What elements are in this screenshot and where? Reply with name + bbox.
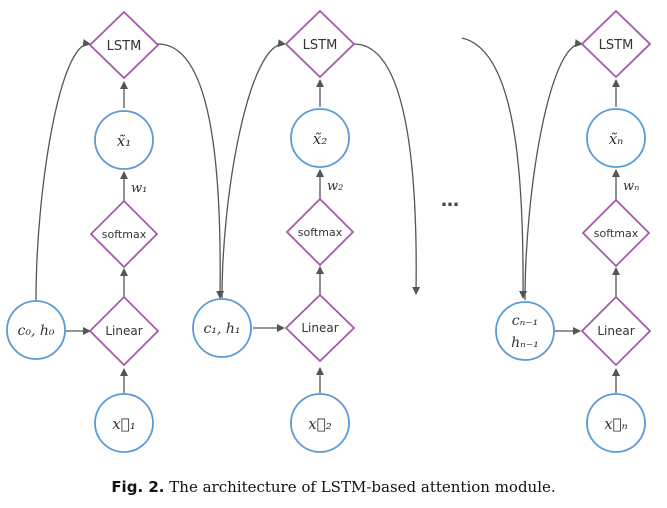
lstm-label-2: LSTM [303,38,338,53]
state-label-1: c₁, h₁ [204,321,241,337]
weight-label-1: w₁ [131,181,147,196]
attended-node-n [586,108,646,168]
state-node-n-1 [495,301,555,361]
lstm-label-n: LSTM [599,38,634,53]
arrow-prev-to-staten [461,37,528,299]
linear-label-1: Linear [105,324,142,338]
softmax-node-1 [89,199,159,269]
arrow-lstm1-to-state1 [157,43,225,299]
weight-label-2: w₂ [327,179,343,194]
caption-label: Fig. 2. [111,478,165,496]
connectors [35,37,620,393]
ellipsis: … [441,190,459,211]
linear-node-2 [284,293,356,363]
linear-label-n: Linear [597,324,634,338]
input-node-1 [94,393,154,453]
lstm-node-2 [284,9,356,79]
state-label-n-1-h: hₙ₋₁ [511,335,539,351]
input-node-n [586,393,646,453]
linear-node-1 [88,295,160,367]
attended-label-n: x̃ₙ [609,130,624,148]
attended-label-1: x̃₁ [117,132,131,150]
input-label-1: x⃗₁ [112,415,135,433]
attended-node-2 [290,108,350,168]
linear-label-2: Linear [301,321,338,335]
input-label-n: x⃗ₙ [604,415,628,433]
input-node-2 [290,393,350,453]
softmax-label-1: softmax [102,228,147,241]
weight-label-n: wₙ [623,179,639,194]
column-1: LSTM x̃₁ w₁ softmax Linear x⃗₁ c₀, h₀ [6,10,160,453]
softmax-label-n: softmax [594,227,639,240]
caption-text: The architecture of LSTM-based attention… [169,478,556,496]
lstm-node-n [580,9,652,79]
lstm-node-1 [88,10,160,80]
state-label-n-1-c: cₙ₋₁ [512,313,539,329]
arrow-lstm2-to-next [353,43,421,295]
attended-label-2: x̃₂ [313,130,327,148]
figure-caption: Fig. 2. The architecture of LSTM-based a… [0,478,667,496]
state-node-1 [192,298,252,358]
column-2: LSTM x̃₂ w₂ softmax Linear x⃗₂ c₁, h₁ [192,9,356,453]
lstm-label-1: LSTM [107,39,142,54]
input-label-2: x⃗₂ [308,415,331,433]
state-label-0: c₀, h₀ [18,323,55,339]
softmax-node-n [581,198,651,268]
state-node-0 [6,300,66,360]
linear-node-n [580,295,652,367]
arrow-state1-to-lstm2 [221,39,286,299]
arrow-staten-to-lstmn [524,39,583,301]
softmax-label-2: softmax [298,226,343,239]
attended-node-1 [94,110,154,170]
softmax-node-2 [285,197,355,267]
column-n: LSTM x̃ₙ wₙ softmax Linear x⃗ₙ cₙ₋₁ hₙ₋₁ [495,9,652,453]
arrow-state0-to-lstm1 [35,39,91,301]
